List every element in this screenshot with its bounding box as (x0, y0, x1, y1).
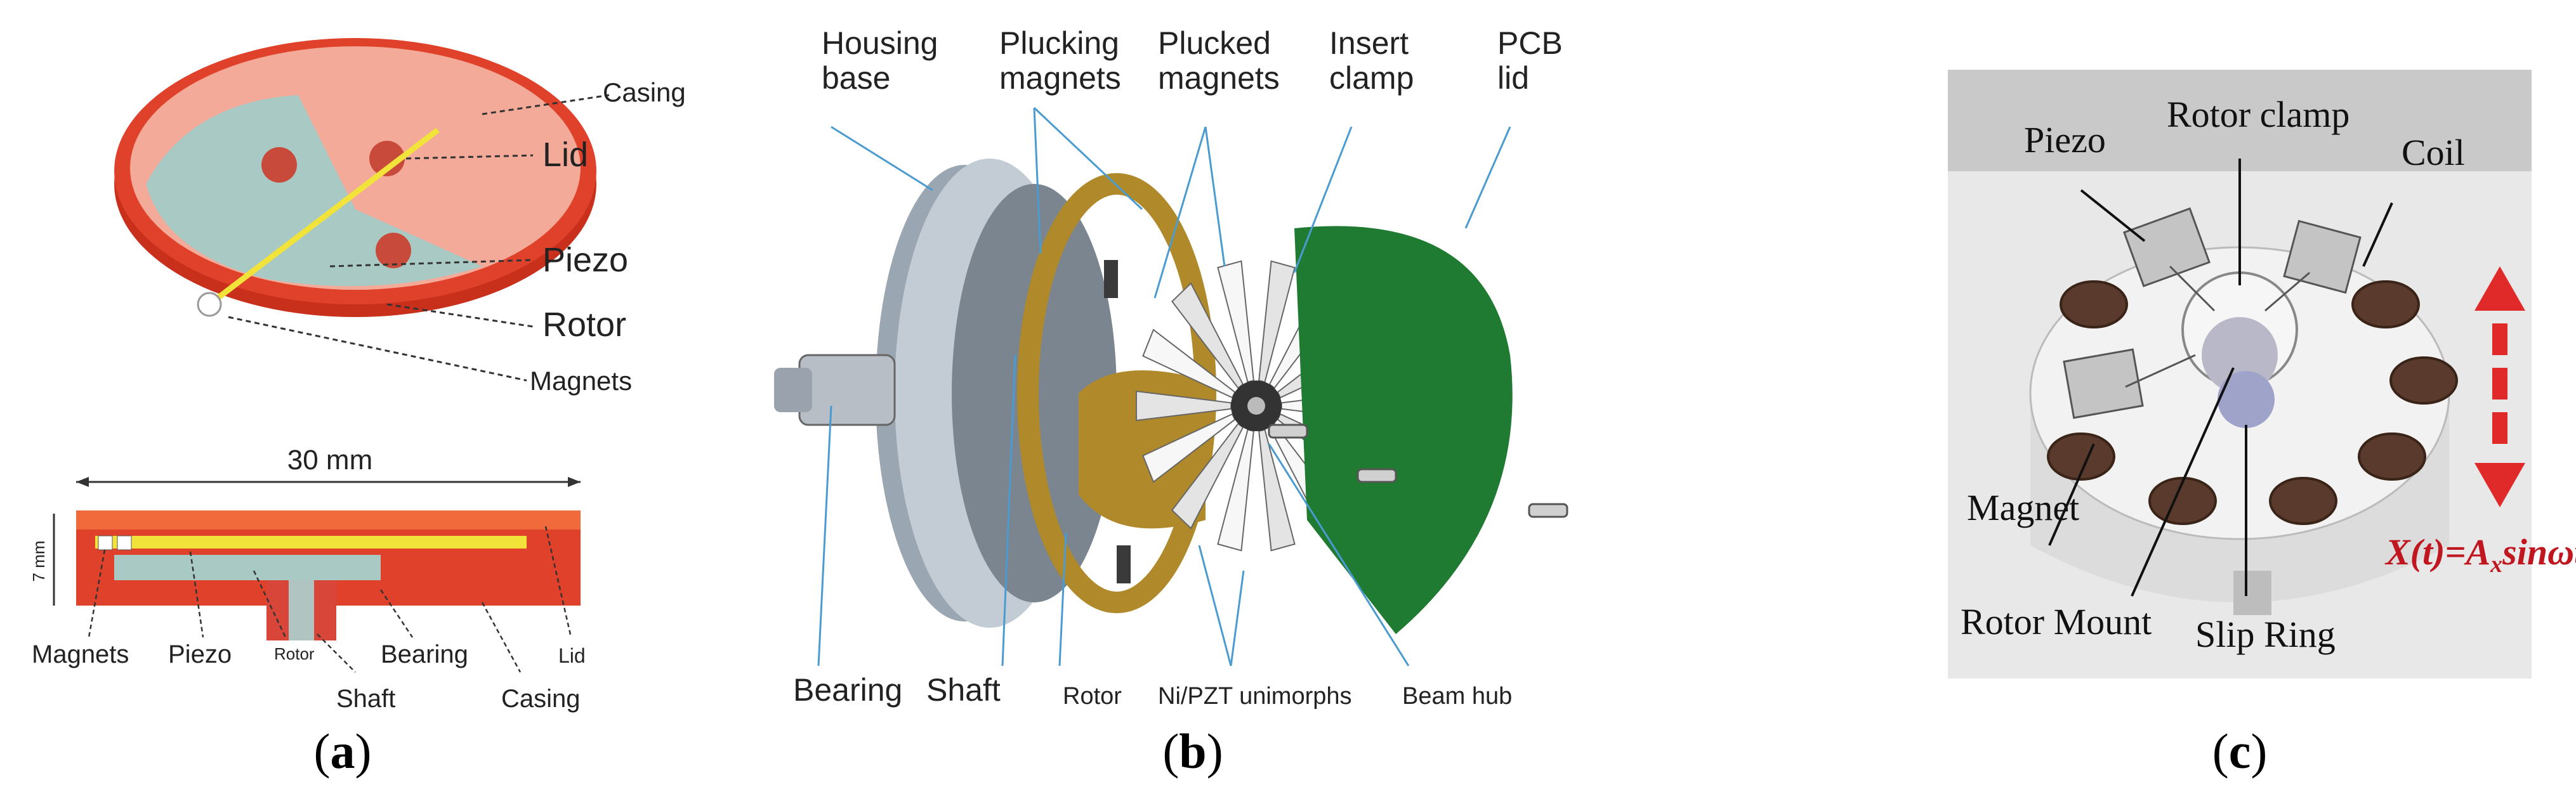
label-plucked-magnets-1: Plucked (1158, 25, 1271, 61)
leader-lines-section (88, 526, 572, 673)
label-plucking-magnets-2: magnets (999, 60, 1121, 96)
hole-1 (261, 147, 297, 183)
label-unimorphs: Ni/PZT unimorphs (1158, 683, 1352, 710)
label-pcb-lid-2: lid (1497, 60, 1529, 96)
panel-c-drawing: Piezo Rotor clamp Coil Magnet Rotor Moun… (1948, 70, 2576, 679)
panel-c: Piezo Rotor clamp Coil Magnet Rotor Moun… (1688, 0, 2576, 799)
panel-b: Housing base Plucking magnets Plucked ma… (761, 0, 1688, 799)
label-7mm: 7 mm (29, 541, 48, 582)
plucking-magnet-2 (1117, 545, 1131, 583)
equation-lhs: X(t)=A (2384, 531, 2490, 573)
panel-b-drawing: Housing base Plucking magnets Plucked ma… (774, 25, 1568, 710)
photo-top-band (1948, 70, 2532, 171)
label-housing-base-2: base (822, 60, 890, 96)
coils (2047, 280, 2458, 525)
section-magnet-2 (117, 535, 132, 550)
section-piezo (95, 536, 527, 549)
screws (1268, 424, 1568, 518)
section-shaft (289, 580, 314, 640)
unimorph-blades (1135, 260, 1377, 552)
label-section-bearing: Bearing (381, 640, 468, 668)
label-coil: Coil (2402, 132, 2465, 173)
label-magnet: Magnet (1967, 487, 2079, 528)
section-magnet-1 (98, 535, 113, 550)
label-rotor-b: Rotor (1063, 683, 1122, 710)
label-pcb-lid-1: PCB (1497, 25, 1563, 61)
label-piezo-c: Piezo (2024, 119, 2106, 160)
piezo-beam (207, 127, 440, 307)
section-lid (76, 510, 581, 529)
slip-ring (2218, 371, 2275, 428)
sub-label-c: (c) (2212, 724, 2268, 779)
label-section-piezo: Piezo (168, 640, 232, 668)
label-slip-ring: Slip Ring (2195, 614, 2336, 655)
equation: X(t)=Axsinωt (2384, 531, 2576, 578)
label-lid: Lid (542, 136, 588, 174)
label-piezo: Piezo (542, 241, 628, 279)
sub-label-a: (a) (313, 724, 372, 779)
panel-a: Casing Lid Piezo Rotor Magnets 30 mm 7 m… (0, 0, 761, 799)
section-rotor (114, 555, 381, 580)
label-30mm: 30 mm (287, 445, 372, 476)
label-plucking-magnets-1: Plucking (999, 25, 1119, 61)
beam-hub-center (1247, 397, 1265, 415)
label-rotor-clamp: Rotor clamp (2167, 94, 2349, 135)
dimension-7mm: 7 mm (29, 514, 55, 606)
panel-a-drawing: Casing Lid Piezo Rotor Magnets 30 mm 7 m… (29, 38, 686, 713)
hole-3 (376, 233, 411, 268)
label-section-lid: Lid (558, 644, 586, 667)
leader-lines-a (228, 94, 610, 382)
label-insert-clamp-2: clamp (1329, 60, 1414, 96)
label-section-shaft: Shaft (336, 685, 395, 713)
label-rotor: Rotor (542, 306, 626, 344)
equation-rhs: sinωt (2502, 531, 2576, 573)
label-plucked-magnets-2: magnets (1158, 60, 1280, 96)
pcb-lid (1294, 226, 1513, 634)
label-casing: Casing (603, 77, 686, 107)
piezo-arms (2063, 207, 2362, 419)
label-section-rotor: Rotor (274, 644, 315, 663)
hole-2 (369, 141, 405, 176)
label-rotor-mount: Rotor Mount (1961, 601, 2152, 642)
dimension-30mm: 30 mm (76, 445, 581, 487)
slot (2233, 571, 2271, 615)
sub-label-b: (b) (1162, 724, 1223, 779)
disc-top-view (114, 38, 596, 317)
plucking-magnet-1 (1104, 260, 1118, 298)
bearing (798, 354, 896, 426)
vertical-motion-arrow (2474, 266, 2525, 507)
label-section-magnets: Magnets (32, 640, 129, 668)
leader-lines-c (2048, 159, 2393, 597)
label-insert-clamp-1: Insert (1329, 25, 1409, 61)
magnet (197, 292, 222, 317)
label-bearing: Bearing (793, 672, 902, 708)
label-housing-base-1: Housing (822, 25, 938, 61)
equation-sub: x (2490, 551, 2502, 578)
cross-section (76, 510, 581, 640)
leader-lines-b (817, 107, 1511, 666)
label-magnets: Magnets (530, 366, 632, 396)
shaft-end (774, 368, 812, 412)
label-section-casing: Casing (501, 685, 581, 713)
label-shaft: Shaft (926, 672, 1001, 708)
label-beam-hub: Beam hub (1402, 683, 1512, 710)
